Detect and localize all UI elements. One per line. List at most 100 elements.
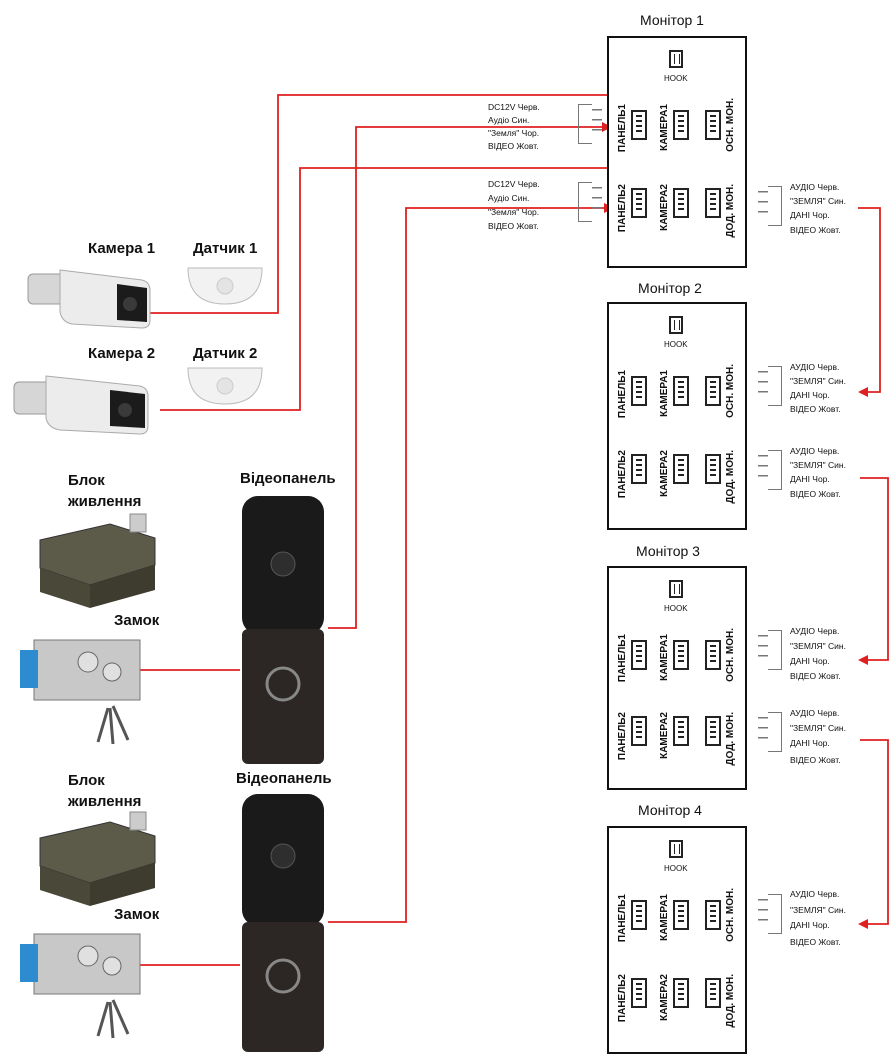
camera2-port [673, 978, 689, 1008]
in2-audio: Аудіо Син. [488, 193, 530, 203]
wire-panel2 [328, 207, 612, 923]
wire-mon3-mon4 [860, 739, 889, 925]
camera1-port [673, 640, 689, 670]
bus1-ground: "ЗЕМЛЯ" Син. [790, 196, 846, 206]
camera1-image [22, 262, 152, 334]
lock1-image [18, 628, 146, 750]
plug-panel1 [578, 104, 592, 144]
panel2-port-label: ПАНЕЛЬ2 [617, 450, 628, 499]
panel1-port-label: ПАНЕЛЬ1 [617, 634, 628, 683]
hook-connector [669, 580, 683, 598]
extra-mon-port [705, 188, 721, 218]
camera1-port [673, 376, 689, 406]
bus2in-video: ВІДЕО Жовт. [790, 404, 841, 414]
bus2out-data: ДАНІ Чор. [790, 474, 830, 484]
bus2out-ground: "ЗЕМЛЯ" Син. [790, 460, 846, 470]
wire-panel1 [328, 126, 605, 629]
lock1-label: Замок [114, 612, 160, 629]
camera1-label: Камера 1 [88, 240, 156, 257]
hook-connector [669, 840, 683, 858]
panel2-port-label: ПАНЕЛЬ2 [617, 974, 628, 1023]
plug-mon1-out [758, 186, 782, 226]
bus2out-video: ВІДЕО Жовт. [790, 489, 841, 499]
monitor3: HOOK ПАНЕЛЬ1 КАМЕРА1 ОСН. МОН. ПАНЕЛЬ2 К… [607, 566, 747, 790]
psu1-image [30, 510, 160, 610]
bus3out-ground: "ЗЕМЛЯ" Син. [790, 723, 846, 733]
extra-mon-port-label: ДОД. МОН. [725, 450, 736, 504]
extra-mon-port-label: ДОД. МОН. [725, 712, 736, 766]
lock2-label: Замок [114, 906, 160, 923]
camera1-port-label: КАМЕРА1 [659, 104, 670, 151]
bus4in-video: ВІДЕО Жовт. [790, 937, 841, 947]
panel2-port-label: ПАНЕЛЬ2 [617, 712, 628, 761]
bus3out-data: ДАНІ Чор. [790, 738, 830, 748]
psu1-label: Блок живлення [68, 472, 142, 510]
extra-mon-port [705, 454, 721, 484]
monitor2-title: Монітор 2 [638, 280, 702, 296]
main-mon-port [705, 900, 721, 930]
monitor4: HOOK ПАНЕЛЬ1 КАМЕРА1 ОСН. МОН. ПАНЕЛЬ2 К… [607, 826, 747, 1054]
psu2-label: Блок живлення [68, 772, 142, 810]
bus2out-audio: АУДІО Черв. [790, 446, 840, 456]
bus2in-ground: "ЗЕМЛЯ" Син. [790, 376, 846, 386]
panel2-port [631, 716, 647, 746]
main-mon-port-label: ОСН. МОН. [725, 98, 736, 152]
in1-video: ВІДЕО Жовт. [488, 141, 539, 151]
bus3in-audio: АУДІО Черв. [790, 626, 840, 636]
in2-video: ВІДЕО Жовт. [488, 221, 539, 231]
camera1-port [673, 110, 689, 140]
plug-mon4-in [758, 894, 782, 934]
main-mon-port-label: ОСН. МОН. [725, 364, 736, 418]
hook-label: HOOK [664, 74, 688, 83]
bus1-video: ВІДЕО Жовт. [790, 225, 841, 235]
monitor1-title: Монітор 1 [640, 12, 704, 28]
plug-mon2-out [758, 450, 782, 490]
camera2-port-label: КАМЕРА2 [659, 712, 670, 759]
panel2-port-label: ПАНЕЛЬ2 [617, 184, 628, 233]
camera2-port-label: КАМЕРА2 [659, 184, 670, 231]
plug-mon3-in [758, 630, 782, 670]
bus3out-audio: АУДІО Черв. [790, 708, 840, 718]
bus3out-video: ВІДЕО Жовт. [790, 755, 841, 765]
in1-audio: Аудіо Син. [488, 115, 530, 125]
bus4in-data: ДАНІ Чор. [790, 920, 830, 930]
in2-ground: "Земля" Чор. [488, 207, 540, 217]
panel2-port [631, 188, 647, 218]
monitor3-title: Монітор 3 [636, 543, 700, 559]
in1-dc: DC12V Черв. [488, 102, 540, 112]
camera2-label: Камера 2 [88, 345, 156, 362]
bus4in-ground: "ЗЕМЛЯ" Син. [790, 905, 846, 915]
sensor2-label: Датчик 2 [193, 345, 258, 362]
lock2-image [18, 922, 146, 1044]
panel1-port-label: ПАНЕЛЬ1 [617, 370, 628, 419]
extra-mon-port-label: ДОД. МОН. [725, 184, 736, 238]
main-mon-port-label: ОСН. МОН. [725, 628, 736, 682]
bus3in-video: ВІДЕО Жовт. [790, 671, 841, 681]
bus1-data: ДАНІ Чор. [790, 210, 830, 220]
camera1-port-label: КАМЕРА1 [659, 370, 670, 417]
bus1-audio: АУДІО Черв. [790, 182, 840, 192]
camera2-port-label: КАМЕРА2 [659, 450, 670, 497]
videopanel2-label: Відеопанель [236, 770, 332, 787]
hook-label: HOOK [664, 864, 688, 873]
extra-mon-port [705, 716, 721, 746]
panel1-port-label: ПАНЕЛЬ1 [617, 894, 628, 943]
panel1-port-label: ПАНЕЛЬ1 [617, 104, 628, 153]
hook-label: HOOK [664, 604, 688, 613]
main-mon-port [705, 110, 721, 140]
psu2-image [30, 808, 160, 908]
wire-mon2-mon3 [860, 477, 889, 661]
panel1-port [631, 900, 647, 930]
main-mon-port-label: ОСН. МОН. [725, 888, 736, 942]
bus3in-ground: "ЗЕМЛЯ" Син. [790, 641, 846, 651]
camera2-port [673, 716, 689, 746]
hook-connector [669, 50, 683, 68]
bus3in-data: ДАНІ Чор. [790, 656, 830, 666]
panel1-port [631, 376, 647, 406]
sensor2-image [186, 362, 264, 406]
main-mon-port [705, 376, 721, 406]
wire-mon1-mon2 [858, 207, 881, 393]
hook-connector [669, 316, 683, 334]
extra-mon-port [705, 978, 721, 1008]
hook-label: HOOK [664, 340, 688, 349]
